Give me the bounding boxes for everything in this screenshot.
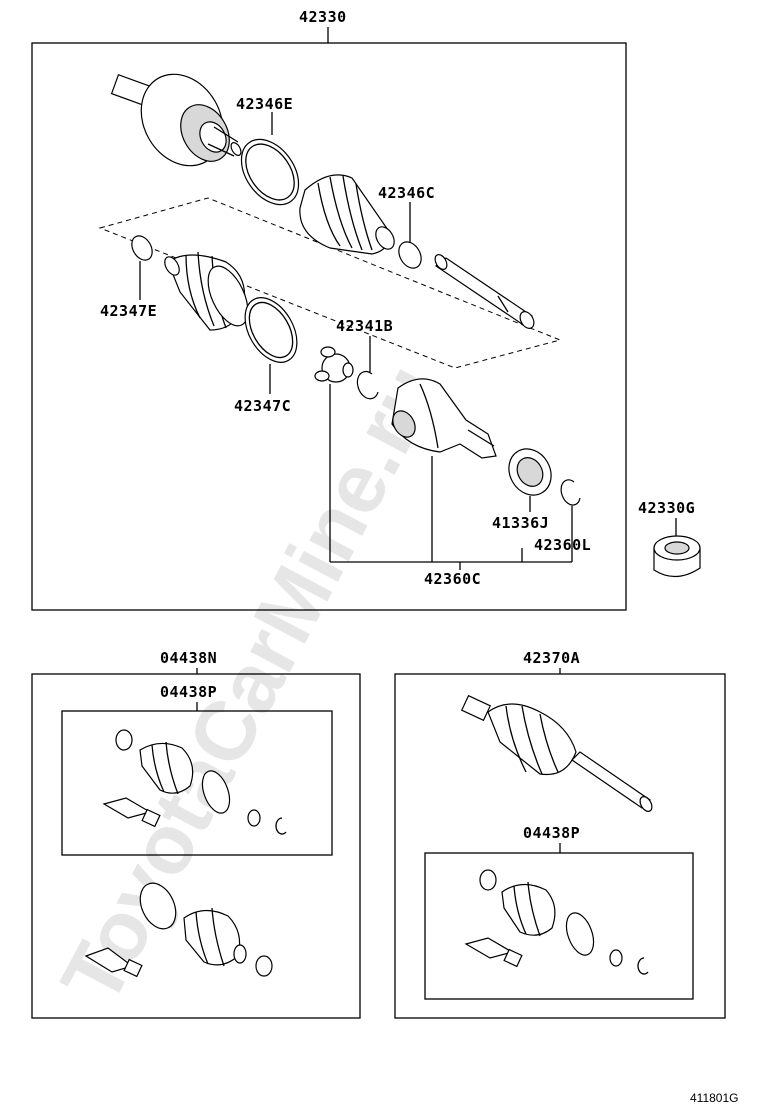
label-04438n[interactable]: 04438N <box>160 649 217 667</box>
figure-code: 411801G <box>690 1091 739 1105</box>
kit-left-outer-parts <box>84 882 273 978</box>
label-42347e[interactable]: 42347E <box>100 302 157 320</box>
clamp-42347c[interactable] <box>234 289 307 372</box>
clamp-42347e[interactable] <box>128 232 157 264</box>
label-42341b[interactable]: 42341B <box>336 317 393 335</box>
label-42347c[interactable]: 42347C <box>234 397 291 415</box>
label-42360c[interactable]: 42360C <box>424 570 481 588</box>
label-41336j[interactable]: 41336J <box>492 514 549 532</box>
kit-frame-04438n <box>31 673 361 1019</box>
inner-boot[interactable] <box>162 251 256 332</box>
label-42330g[interactable]: 42330G <box>638 499 695 517</box>
snap-ring-42360l[interactable] <box>560 479 581 506</box>
bearing-42330g[interactable] <box>653 535 701 578</box>
label-42360l[interactable]: 42360L <box>534 536 591 554</box>
kit-right-inner-parts <box>464 869 649 975</box>
label-04438p-right[interactable]: 04438P <box>523 824 580 842</box>
label-42330[interactable]: 42330 <box>299 8 347 26</box>
label-04438p-left[interactable]: 04438P <box>160 683 217 701</box>
label-42346e[interactable]: 42346E <box>236 95 293 113</box>
outer-cv-joint[interactable] <box>110 59 243 180</box>
snap-ring-42341b[interactable] <box>356 370 379 400</box>
kit-left-inner-parts <box>102 729 287 835</box>
intermediate-shaft[interactable] <box>433 253 537 331</box>
main-assembly-frame <box>31 42 627 611</box>
outer-drive-shaft-assembly[interactable] <box>460 694 655 814</box>
kit-frame-04438p-left <box>61 710 333 856</box>
watermark-text: ToyotaCarMine.ru <box>43 349 458 1018</box>
kit-frame-04438p-right <box>424 852 694 1000</box>
inner-cv-housing[interactable] <box>388 378 497 459</box>
label-42370a[interactable]: 42370A <box>523 649 580 667</box>
clamp-42346c[interactable] <box>394 238 425 272</box>
clamp-42346e[interactable] <box>230 129 311 216</box>
label-42346c[interactable]: 42346C <box>378 184 435 202</box>
outer-boot[interactable] <box>299 174 398 255</box>
tripod-joint[interactable] <box>314 346 354 383</box>
boot-kit-dashed-outline <box>98 197 562 369</box>
assembly-frame-42370a <box>394 673 726 1019</box>
